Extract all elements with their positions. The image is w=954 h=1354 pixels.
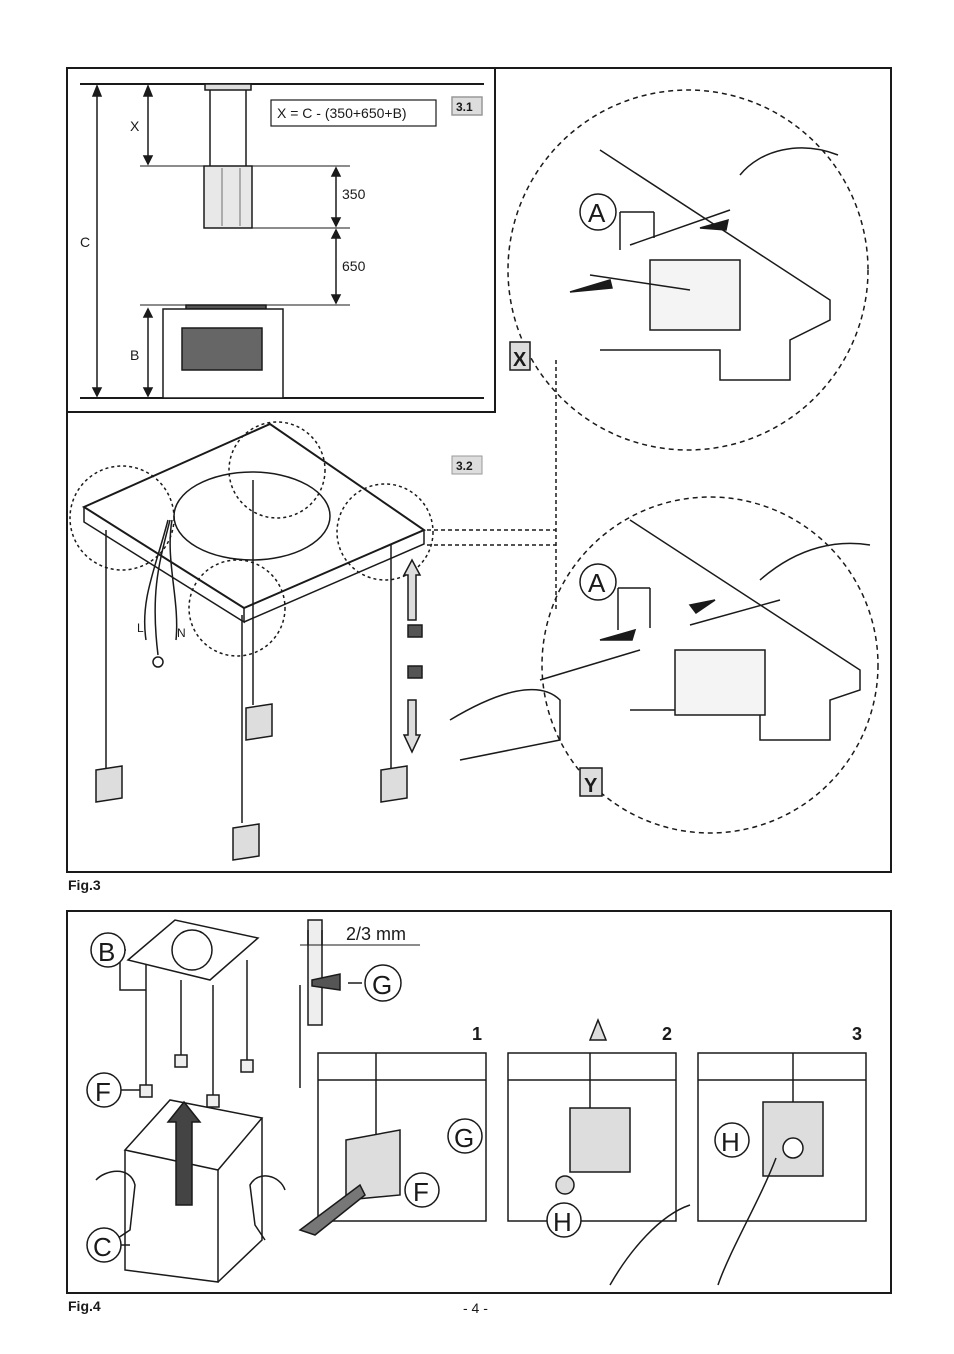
wire-n-label: N xyxy=(177,626,186,640)
callout-g: G xyxy=(372,970,392,1000)
fig4-frame xyxy=(66,910,892,1294)
formula-text: X = C - (350+650+B) xyxy=(277,105,407,121)
badge-3-2-bg xyxy=(451,455,483,475)
callout-f: F xyxy=(95,1077,111,1107)
detail-y-circle xyxy=(449,496,879,834)
panel-3-1-frame xyxy=(66,67,496,413)
fig3-caption: Fig.3 xyxy=(68,877,101,893)
panel-3-2-bracket xyxy=(69,360,557,861)
callout-f-circle xyxy=(86,1072,122,1108)
badge-3-2: 3.2 xyxy=(456,459,473,473)
step-1-num: 1 xyxy=(472,1024,482,1044)
panel-3-1-diagram xyxy=(80,83,484,399)
fig4-hood-assembly xyxy=(95,919,286,1283)
detail-y-callout-a: A xyxy=(588,568,606,598)
detail-x-callout-a-circle xyxy=(579,193,617,231)
page-number: - 4 - xyxy=(463,1300,488,1316)
detail-y-tag: Y xyxy=(584,775,598,797)
screw-gap-label: 2/3 mm xyxy=(346,924,406,944)
detail-x-circle xyxy=(507,89,869,451)
callout-b-circle xyxy=(90,932,126,968)
step-panels xyxy=(298,1017,867,1286)
dim-350-label: 350 xyxy=(342,186,366,202)
step-2-num: 2 xyxy=(662,1024,672,1044)
detail-x-tag: X xyxy=(513,349,527,371)
dim-c-label: C xyxy=(80,234,90,250)
detail-x-callout-a: A xyxy=(588,198,606,228)
step-3-num: 3 xyxy=(852,1024,862,1044)
step-1-callout-g-circle xyxy=(447,1118,483,1154)
badge-3-1: 3.1 xyxy=(456,100,473,114)
callout-c: C xyxy=(93,1232,112,1262)
callout-g-circle xyxy=(364,964,402,1002)
step-3-callout-h-circle xyxy=(714,1122,750,1158)
detail-y-callout-a-circle xyxy=(579,563,617,601)
screw-detail xyxy=(299,919,420,1088)
dim-b-label: B xyxy=(130,347,139,363)
callout-b: B xyxy=(98,937,115,967)
step-1-callout-f: F xyxy=(413,1177,429,1207)
step-1-callout-f-circle xyxy=(404,1172,440,1208)
dim-x-label: X xyxy=(130,118,140,134)
fig4-caption: Fig.4 xyxy=(68,1298,101,1314)
callout-c-circle xyxy=(86,1227,122,1263)
step-2-callout-h-circle xyxy=(546,1202,582,1238)
dim-650-label: 650 xyxy=(342,258,366,274)
wire-l-label: L xyxy=(137,621,144,635)
step-1-callout-g: G xyxy=(454,1123,474,1153)
step-3-callout-h: H xyxy=(721,1127,740,1157)
step-2-callout-h: H xyxy=(553,1207,572,1237)
